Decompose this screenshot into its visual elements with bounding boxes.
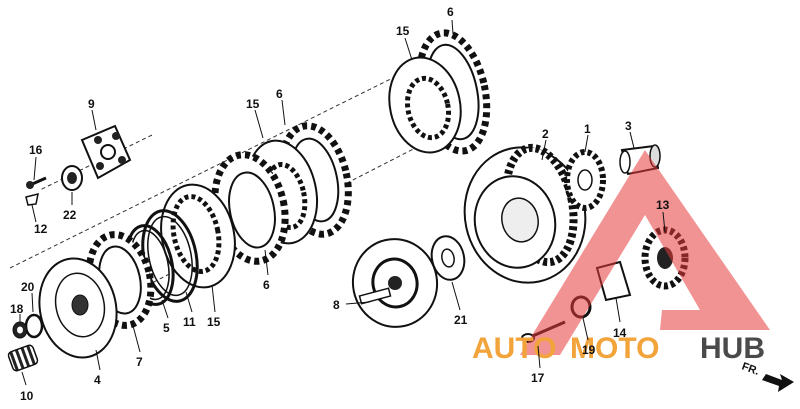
watermark-text-auto: AUTO — [472, 332, 556, 365]
callout-16: 16 — [29, 143, 43, 157]
lifter-plate-9 — [80, 124, 132, 180]
callout-10: 10 — [20, 389, 34, 403]
callout-20: 20 — [21, 280, 35, 294]
lifter-spring-10 — [7, 344, 39, 372]
callout-15-middle: 15 — [246, 97, 260, 111]
washer-20 — [24, 313, 44, 339]
friction-plate-15-bottom — [160, 183, 236, 289]
clutch-outer-2 — [463, 143, 587, 284]
assembly-guide-lines — [9, 51, 471, 331]
callout-18: 18 — [10, 302, 24, 316]
callout-17: 17 — [531, 371, 545, 385]
callout-11: 11 — [183, 315, 196, 329]
callout-14: 14 — [613, 326, 627, 340]
pin-12 — [25, 192, 39, 206]
thrust-washer-21 — [430, 235, 466, 281]
callout-1: 1 — [584, 122, 591, 136]
arrow-right-icon — [762, 374, 794, 392]
callout-19: 19 — [582, 343, 596, 357]
clutch-center-8 — [351, 238, 439, 328]
watermark-logo: AUTO MOTO HUB — [472, 150, 770, 365]
direction-label: FR. — [740, 361, 761, 378]
friction-plate-15-top — [388, 56, 462, 154]
callout-15-top: 15 — [396, 24, 410, 38]
callout-9: 9 — [88, 97, 95, 111]
callout-4: 4 — [94, 373, 101, 387]
bolt-16 — [26, 176, 47, 189]
leader-lines — [19, 19, 666, 386]
callout-3: 3 — [625, 119, 632, 133]
callout-12: 12 — [34, 222, 48, 236]
watermark-text-hub: HUB — [700, 332, 765, 365]
direction-indicator: FR. — [740, 361, 794, 392]
callout-numbers: 6 15 6 15 9 16 22 12 2 1 3 13 14 19 17 2… — [10, 5, 670, 403]
bearing-22 — [61, 165, 83, 191]
callout-2: 2 — [542, 127, 549, 141]
callout-5: 5 — [163, 321, 170, 335]
callout-21: 21 — [454, 313, 468, 327]
callout-6-lower: 6 — [263, 278, 270, 292]
bearing-18 — [12, 321, 28, 339]
callout-7: 7 — [136, 355, 143, 369]
callout-6-top: 6 — [447, 5, 454, 19]
callout-13: 13 — [656, 198, 670, 212]
gear-1 — [564, 149, 606, 211]
callout-8: 8 — [333, 298, 340, 312]
watermark-text-moto: MOTO — [570, 332, 659, 365]
callout-15-bottom: 15 — [207, 315, 221, 329]
callout-22: 22 — [63, 208, 77, 222]
pressure-plate-4 — [38, 257, 118, 359]
callout-6-middle: 6 — [276, 87, 283, 101]
